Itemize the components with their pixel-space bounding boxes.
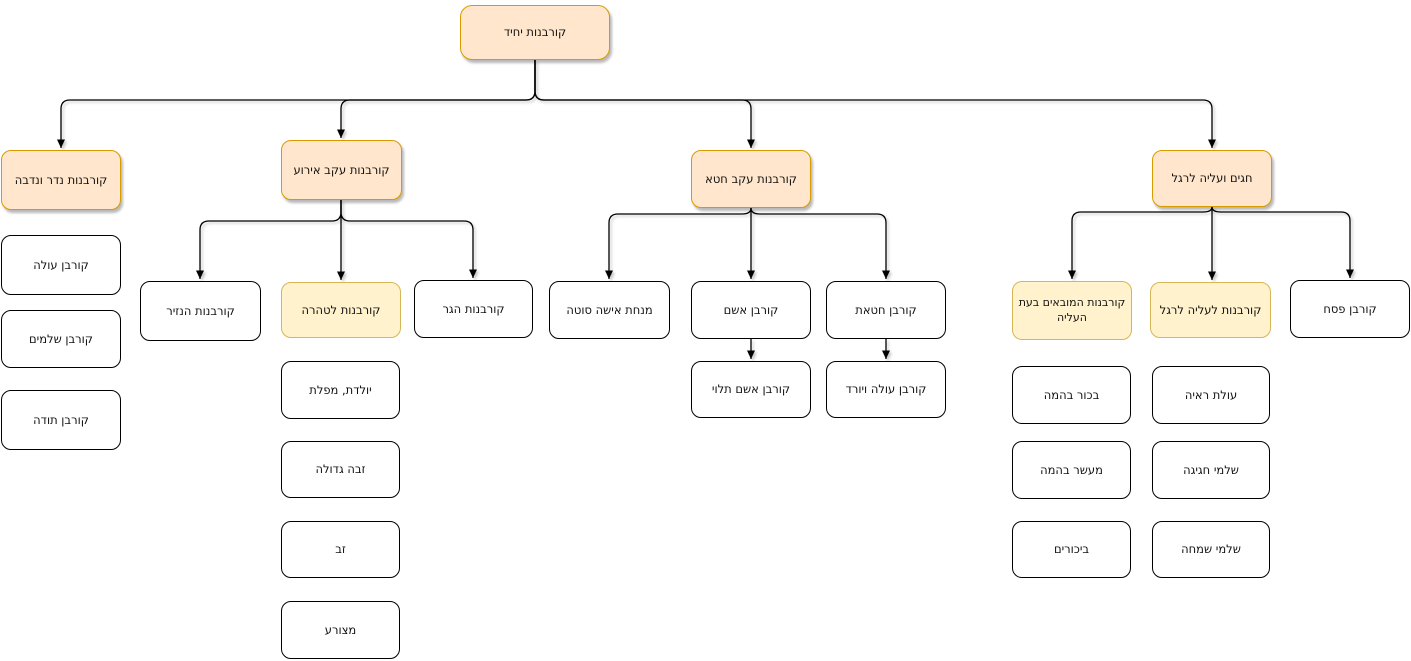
node-shalmei-chagiga: שלמי חגיגה bbox=[1152, 441, 1270, 499]
node-yoledet-mapelet: יולדת, מפלת bbox=[281, 361, 400, 419]
node-korbanot-letahara: קורבנות לטהרה bbox=[281, 282, 401, 338]
node-korban-todah: קורבן תודה bbox=[1, 390, 121, 450]
node-korban-shelamim: קורבן שלמים bbox=[1, 310, 121, 368]
edge-ekev-chet-to-sotah bbox=[605, 207, 752, 279]
node-metzora: מצורע bbox=[281, 601, 400, 659]
node-korban-asham-talui: קורבן אשם תלוי bbox=[691, 361, 811, 418]
node-korbanot-neder-unedava: קורבנות נדר ונדבה bbox=[1, 150, 121, 210]
edge-root-to-ekev-eirua bbox=[337, 60, 536, 138]
node-korbanot-ekev-eirua: קורבנות עקב אירוע bbox=[281, 140, 402, 200]
edge-ekev-eirua-to-nazir bbox=[196, 200, 342, 279]
node-maasar-behema: מעשר בהמה bbox=[1012, 441, 1131, 499]
node-zavah-gedolah: זבה גדולה bbox=[281, 441, 400, 498]
edge-root-to-neder bbox=[57, 60, 536, 148]
node-korban-olah: קורבן עולה bbox=[1, 235, 121, 295]
node-minchat-isha-sotah: מנחת אישה סוטה bbox=[549, 281, 670, 339]
node-korbanot-hager: קורבנות הגר bbox=[414, 280, 533, 338]
node-korbanot-ekev-chet: קורבנות עקב חטא bbox=[691, 150, 811, 208]
node-bikurim: ביכורים bbox=[1012, 521, 1131, 578]
node-korbanot-muvaim-beet-haaliya: קורבנות המובאים בעת העליה bbox=[1012, 281, 1132, 340]
node-korban-asham: קורבן אשם bbox=[691, 281, 811, 339]
edge-ekev-eirua-to-ger bbox=[340, 200, 477, 278]
node-olat-reiya: עולת ראיה bbox=[1152, 366, 1270, 424]
node-korbanot-yachid: קורבנות יחיד bbox=[460, 5, 610, 60]
edge-root-to-chagim bbox=[534, 60, 1216, 148]
node-zav: זב bbox=[281, 521, 400, 578]
edge-ekev-chet-to-chatat bbox=[750, 207, 890, 279]
edge-root-to-ekev-chet bbox=[534, 60, 755, 148]
node-korbanot-hanazir: קורבנות הנזיר bbox=[140, 281, 261, 341]
edge-chagim-to-pesach bbox=[1211, 206, 1354, 278]
node-shalmei-simcha: שלמי שמחה bbox=[1152, 521, 1270, 578]
node-korban-oleh-veyored: קורבן עולה ויורד bbox=[826, 361, 946, 418]
edge-chagim-to-muvaim bbox=[1068, 206, 1213, 279]
node-korban-chatat: קורבן חטאת bbox=[826, 281, 946, 339]
node-korbanot-laaliya-laregel: קורבנות לעליה לרגל bbox=[1150, 282, 1271, 338]
node-chagim-vealiya-laregel: חגים ועליה לרגל bbox=[1152, 150, 1272, 207]
node-korban-pesach: קורבן פסח bbox=[1290, 280, 1410, 338]
node-bechor-behema: בכור בהמה bbox=[1012, 366, 1131, 424]
